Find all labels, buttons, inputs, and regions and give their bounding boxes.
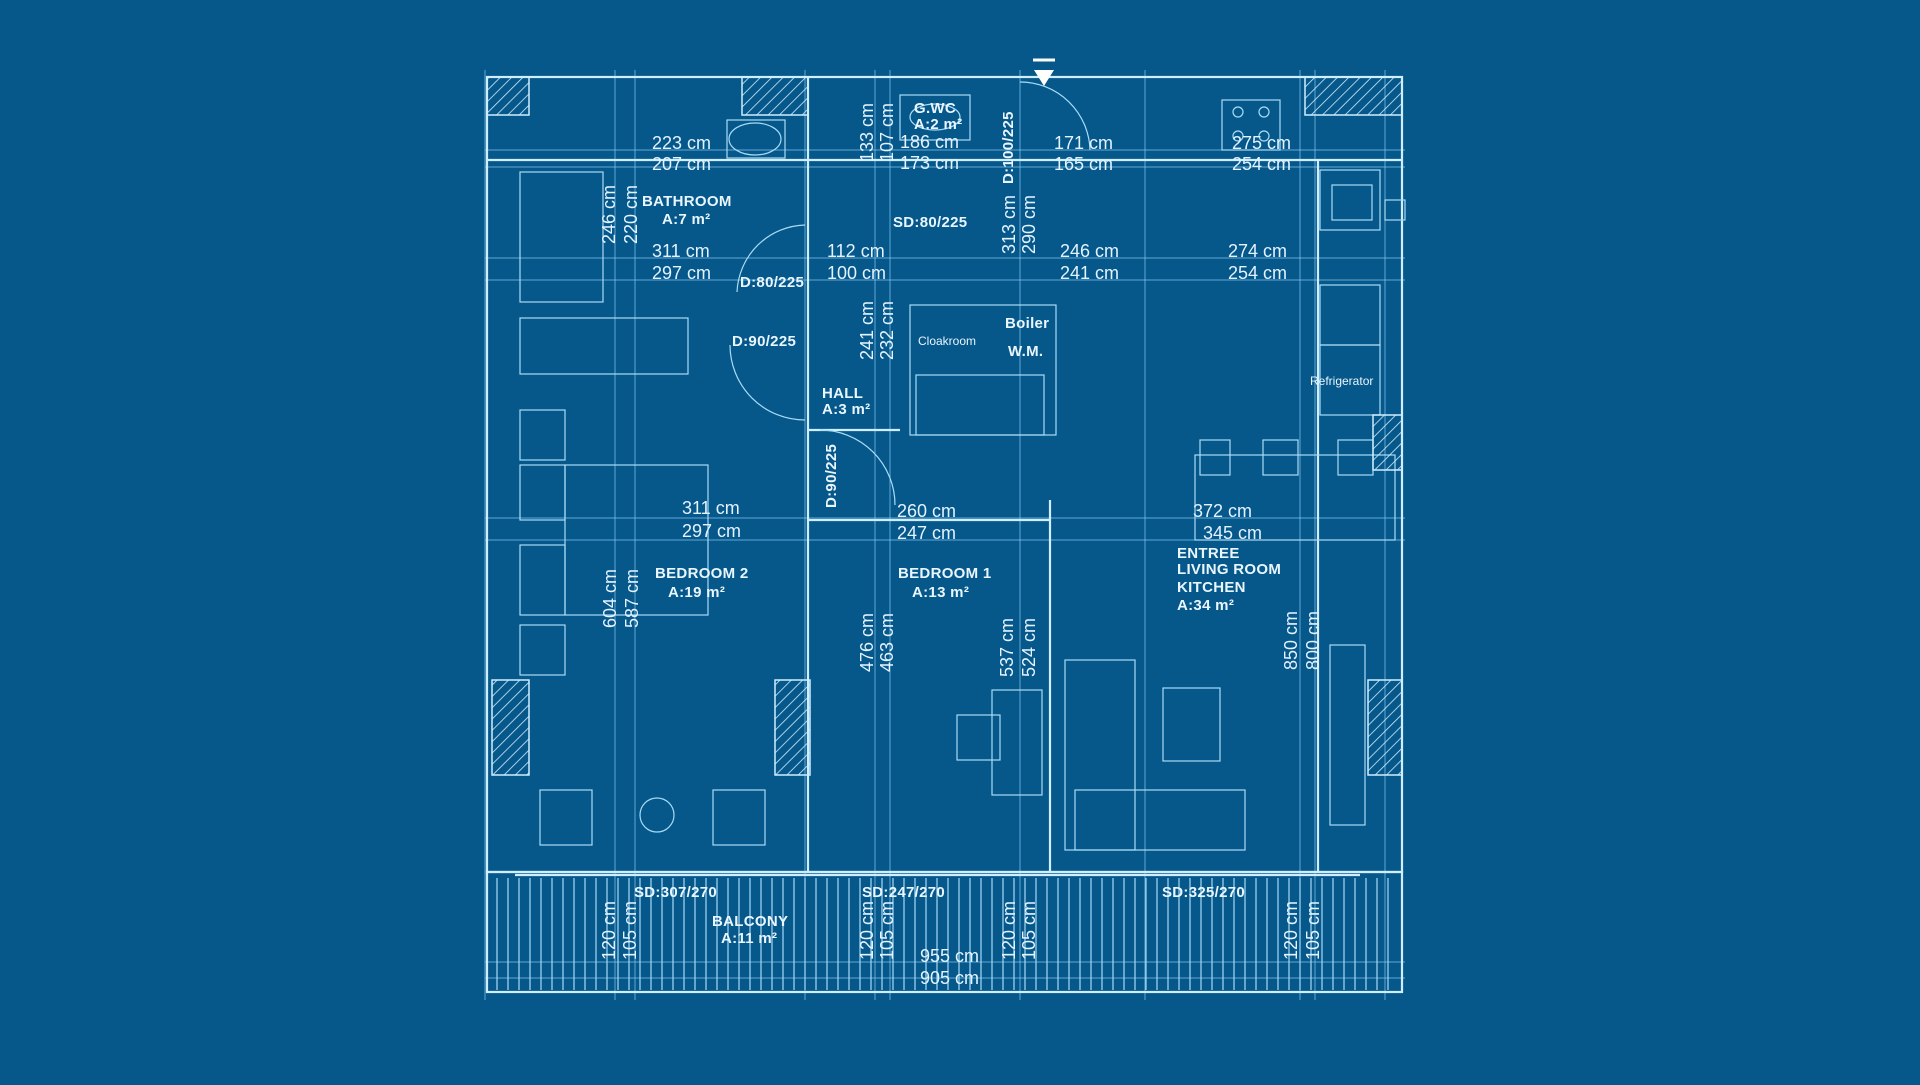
dim-bath-h1: 246 cm [599,185,619,244]
dim-liv-h2: 800 cm [1303,611,1323,670]
door-swings [729,81,1091,506]
cloakroom-label: Cloakroom [918,334,976,348]
dim-bed1-r1: 537 cm [997,618,1017,677]
dim-row2-m2: 100 cm [827,263,886,283]
dim-bal-d2: 105 cm [1303,901,1323,960]
dim-wc-w1: 186 cm [900,132,959,152]
room-area-living: A:34 m² [1177,597,1234,614]
dim-bal-b2: 105 cm [877,901,897,960]
dim-bal-w2: 905 cm [920,968,979,988]
dim-hall-h2: 232 cm [877,301,897,360]
grid-lines [484,70,1405,1000]
door-tag-sd80: SD:80/225 [893,214,967,231]
dim-row2-c1: 246 cm [1060,241,1119,261]
dim-hall-h1: 241 cm [857,301,877,360]
room-label-bedroom-2: BEDROOM 2 [655,565,749,582]
dim-liv-w1: 372 cm [1193,501,1252,521]
door-tag-sd325: SD:325/270 [1162,884,1245,901]
dim-bed2-w1: 311 cm [682,498,740,518]
dim-row2-m1: 112 cm [827,241,885,261]
refrigerator-label: Refrigerator [1310,374,1373,388]
dim-bal-a2: 105 cm [620,901,640,960]
boiler-label: Boiler [1005,315,1049,332]
dim-bed1-h1: 476 cm [857,613,877,672]
dim-liv-w2: 345 cm [1203,523,1262,543]
dim-bed2-h1: 604 cm [600,569,620,628]
room-area-bathroom: A:7 m² [662,211,710,228]
door-tag-sd307: SD:307/270 [634,884,717,901]
dim-bal-d1: 120 cm [1281,901,1301,960]
dim-liv-h1: 850 cm [1281,611,1301,670]
dim-bath-h2: 220 cm [621,185,641,244]
washing-machine-label: W.M. [1008,343,1043,360]
door-tag-d90-a: D:90/225 [732,333,796,350]
entrance-arrow-icon [1034,70,1054,86]
door-tag-d100: D:100/225 [1000,111,1017,184]
room-label-bathroom: BATHROOM [642,193,732,210]
door-tag-sd247: SD:247/270 [862,884,945,901]
dim-top-w2: 165 cm [1054,154,1113,174]
dim-top-r1: 275 cm [1232,133,1291,153]
dim-bed1-r2: 524 cm [1019,618,1039,677]
room-label-gwc: G.WC [914,100,956,117]
dim-row2-r1: 274 cm [1228,241,1287,261]
dim-bath-w2: 207 cm [652,154,711,174]
dim-bed2-h2: 587 cm [622,569,642,628]
room-label-entree: ENTREE [1177,545,1240,562]
room-area-bedroom-1: A:13 m² [912,584,969,601]
dim-top-r2: 254 cm [1232,154,1291,174]
room-area-balcony: A:11 m² [721,930,777,947]
room-area-hall: A:3 m² [822,401,870,418]
dim-wc-h2: 107 cm [877,103,897,162]
dim-bed2-w2: 297 cm [682,521,741,541]
dim-bal-c1: 120 cm [999,901,1019,960]
dim-row2-w2: 297 cm [652,263,711,283]
dim-bath-w1: 223 cm [652,133,711,153]
dim-bed1-h2: 463 cm [877,613,897,672]
dim-bal-b1: 120 cm [857,901,877,960]
dim-bal-w1: 955 cm [920,946,979,966]
balcony-railing [485,870,1404,994]
dim-row2-w1: 311 cm [652,241,710,261]
room-area-gwc: A:2 m² [914,116,962,133]
room-area-bedroom-2: A:19 m² [668,584,725,601]
door-tag-d90-b: D:90/225 [823,444,840,508]
room-label-living-room: LIVING ROOM [1177,561,1281,578]
dim-bed1-w1: 260 cm [897,501,956,521]
dim-row2-r2: 254 cm [1228,263,1287,283]
room-label-bedroom-1: BEDROOM 1 [898,565,992,582]
dim-wc-w2: 173 cm [900,153,959,173]
room-label-balcony: BALCONY [712,913,788,930]
dim-top-w1: 171 cm [1054,133,1113,153]
room-label-hall: HALL [822,385,863,402]
room-label-kitchen: KITCHEN [1177,579,1246,596]
door-tag-d80: D:80/225 [740,274,804,291]
dim-hall-v2: 290 cm [1019,195,1039,254]
dim-bal-c2: 105 cm [1019,901,1039,960]
dim-bed1-w2: 247 cm [897,523,956,543]
dim-hall-v1: 313 cm [999,195,1019,254]
dim-wc-h1: 133 cm [857,103,877,162]
dim-row2-c2: 241 cm [1060,263,1119,283]
structural-columns [486,76,1403,776]
dim-bal-a1: 120 cm [599,901,619,960]
